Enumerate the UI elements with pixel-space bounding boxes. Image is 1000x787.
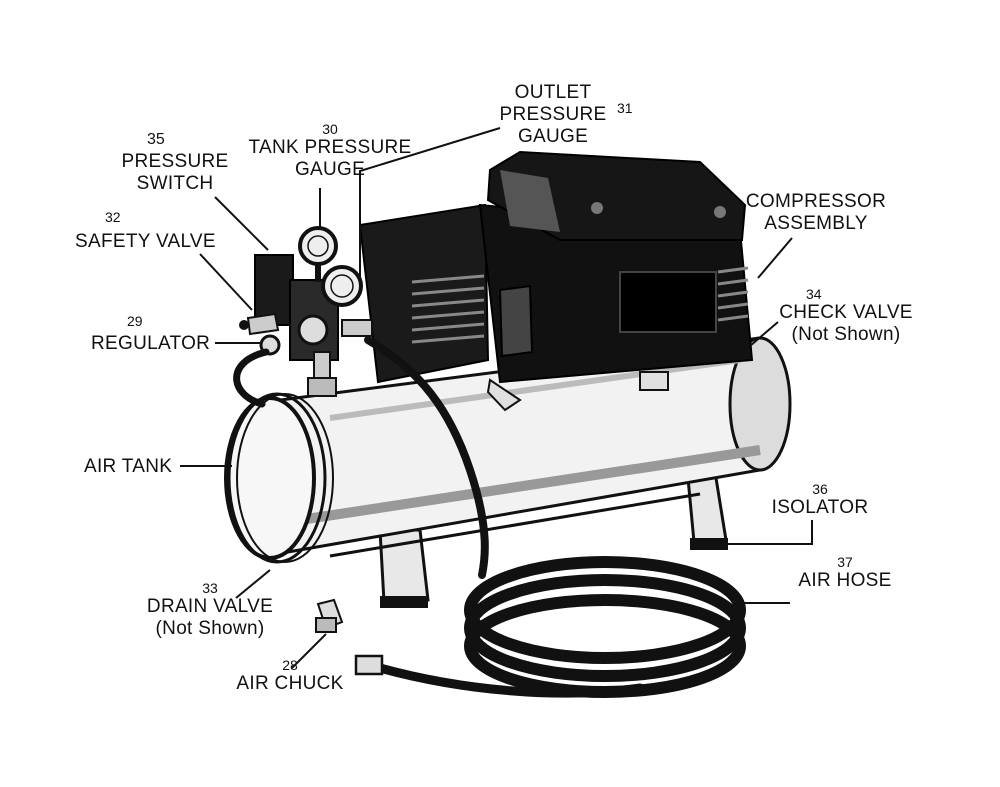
hoses-shape [233,336,746,698]
air-chuck-shape [315,598,344,633]
label-check-valve: CHECK VALVE (Not Shown) [770,302,922,346]
leader-lines [180,127,813,669]
leader-drain-valve [235,569,271,599]
air-chuck-number: 28 [282,657,298,673]
leader-pressure-switch [214,196,269,251]
drain-valve-number: 33 [202,580,218,596]
drain-valve-line2: (Not Shown) [155,617,265,639]
manifold-shape [239,226,373,397]
air-tank-shape [224,336,792,564]
regulator-number: 29 [127,313,143,329]
outlet-gauge-number: 31 [617,100,633,116]
label-air-chuck: 28 AIR CHUCK [225,657,355,695]
label-drain-valve: 33 DRAIN VALVE (Not Shown) [140,580,280,640]
leader-check-valve [749,321,779,347]
air-tank-line1: AIR TANK [84,456,173,477]
outlet-gauge-line2: PRESSURE [499,103,607,125]
safety-valve-line1: SAFETY VALVE [75,231,216,252]
check-valve-line2: (Not Shown) [791,323,901,345]
pressure-switch-line1: PRESSURE [121,151,229,172]
label-pressure-switch: PRESSURE SWITCH [115,151,235,195]
leader-outlet-gauge [359,127,501,280]
label-outlet-gauge: OUTLET PRESSURE GAUGE [493,82,613,148]
tank-gauge-number: 30 [322,121,338,137]
tank-gauge-line2: GAUGE [294,158,366,180]
check-valve-line1: CHECK VALVE [779,302,913,323]
isolator-line1: ISOLATOR [771,497,869,519]
compressor-line1: COMPRESSOR [745,191,887,212]
compressor-shape [358,150,754,412]
tank-gauge-line1: TANK PRESSURE [248,137,412,159]
air-hose-number: 37 [837,554,853,570]
leader-safety-valve [199,253,253,311]
leader-isolator [728,520,813,545]
label-air-hose: 37 AIR HOSE [790,554,900,592]
check-valve-number: 34 [806,286,822,302]
label-compressor: COMPRESSOR ASSEMBLY [736,191,896,235]
label-isolator: 36 ISOLATOR [770,481,870,519]
safety-valve-number: 32 [105,209,121,225]
leader-air-chuck [291,633,327,669]
regulator-line1: REGULATOR [91,333,211,354]
air-chuck-line1: AIR CHUCK [236,673,344,695]
outlet-gauge-line3: GAUGE [517,125,589,147]
pressure-switch-line2: SWITCH [136,172,214,194]
air-hose-line1: AIR HOSE [798,570,892,592]
pressure-switch-number: 35 [147,131,165,148]
compressor-line2: ASSEMBLY [764,212,868,234]
isolator-number: 36 [812,481,828,497]
label-tank-gauge: 30 TANK PRESSURE GAUGE [240,121,420,181]
leader-compressor [757,237,793,279]
drain-valve-line1: DRAIN VALVE [146,596,274,618]
outlet-gauge-line1: OUTLET [514,82,592,103]
